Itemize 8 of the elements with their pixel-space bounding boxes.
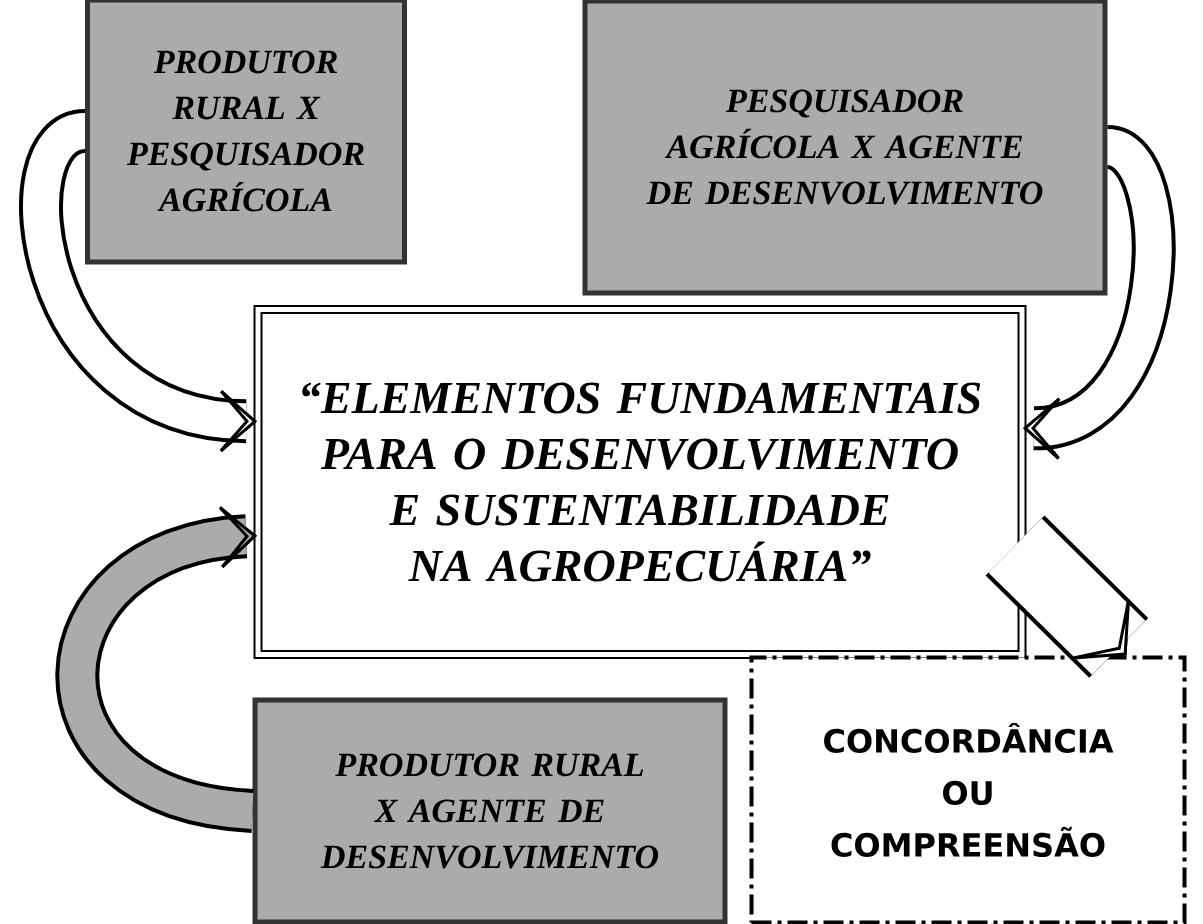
block-arrow (55, 506, 257, 833)
process-box: PESQUISADOR AGRÍCOLA X AGENTE DE DESENVOLVIMENTO (582, 0, 1108, 296)
result-box: CONCORDÂNCIA OU COMPREENSÃO (749, 655, 1187, 924)
block-arrow (1023, 126, 1176, 460)
block-arrow (19, 109, 257, 453)
process-box: PRODUTOR RURAL X PESQUISADOR AGRÍCOLA (85, 0, 407, 265)
process-box: PRODUTOR RURAL X AGENTE DE DESENVOLVIMENTO (252, 697, 728, 924)
block-arrow (985, 515, 1149, 678)
